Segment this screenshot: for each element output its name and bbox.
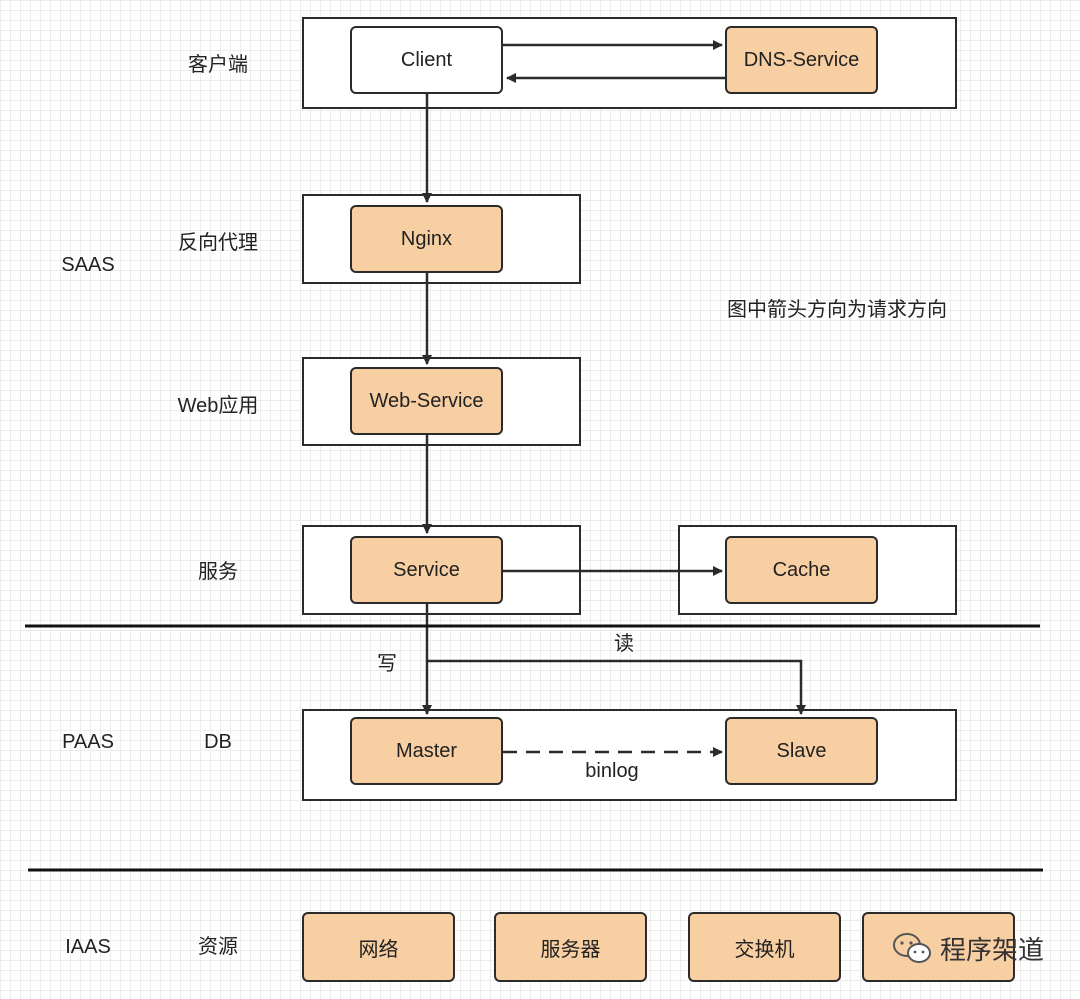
arrow-direction-note: 图中箭头方向为请求方向 — [727, 299, 947, 321]
master-node[interactable]: Master — [350, 717, 503, 785]
row-label-client: 客户端 — [188, 54, 248, 76]
resource-extra-node[interactable] — [862, 912, 1015, 982]
slave-node[interactable]: Slave — [725, 717, 878, 785]
web-service-node[interactable]: Web-Service — [350, 367, 503, 435]
row-label-proxy: 反向代理 — [178, 232, 258, 254]
watermark: 程序架道 — [892, 928, 1044, 968]
row-label-db: DB — [204, 731, 232, 753]
network-node[interactable]: 网络 — [302, 912, 455, 982]
row-label-web: Web应用 — [177, 395, 259, 417]
layer-label-paas: PAAS — [62, 731, 114, 753]
switch-node[interactable]: 交换机 — [688, 912, 841, 982]
servers-node[interactable]: 服务器 — [494, 912, 647, 982]
watermark-text: 程序架道 — [940, 934, 1045, 965]
service-to-slave-arrow — [427, 659, 806, 715]
binlog-label: binlog — [585, 760, 639, 782]
read-label: 读 — [614, 633, 634, 655]
nginx-node[interactable]: Nginx — [350, 205, 503, 273]
layer-label-iaas: IAAS — [65, 936, 111, 958]
cache-node[interactable]: Cache — [725, 536, 878, 604]
service-node[interactable]: Service — [350, 536, 503, 604]
layer-label-saas: SAAS — [61, 254, 115, 276]
row-label-resource: 资源 — [198, 936, 238, 958]
dns-service-node[interactable]: DNS-Service — [725, 26, 878, 94]
row-label-service: 服务 — [198, 561, 238, 583]
wechat-icon — [893, 933, 931, 963]
write-label: 写 — [377, 653, 397, 675]
client-node[interactable]: Client — [350, 26, 503, 94]
